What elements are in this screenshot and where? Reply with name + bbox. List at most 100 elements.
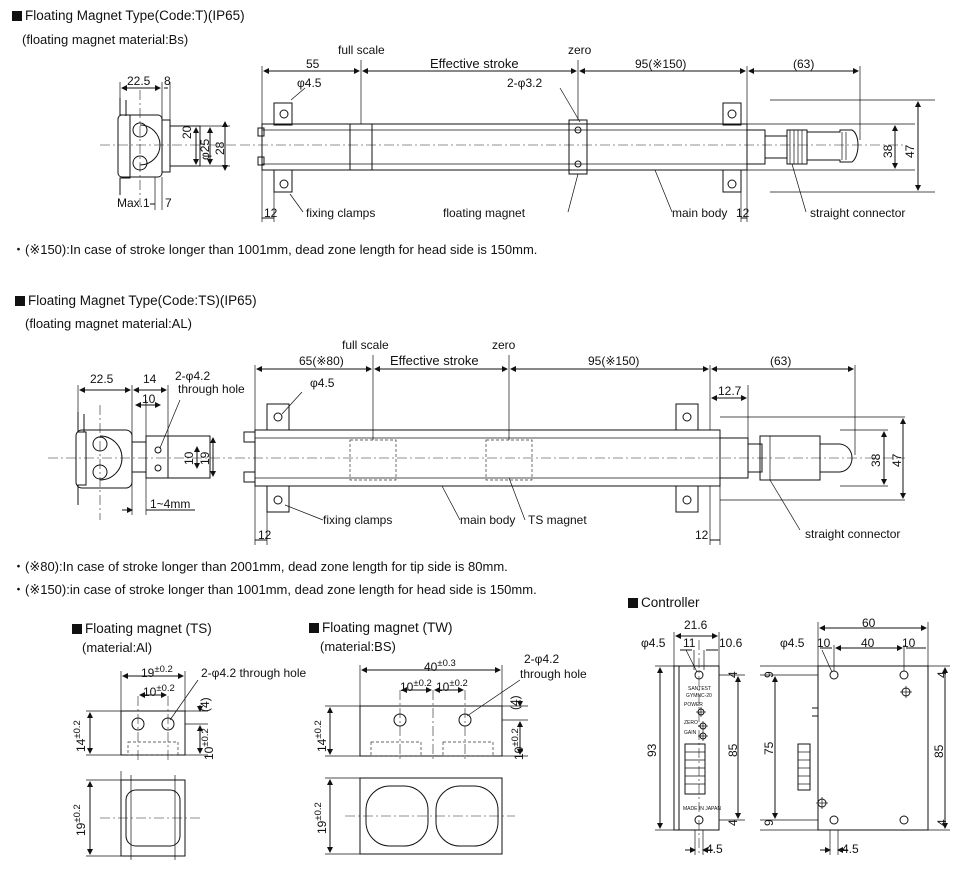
fm-tw-subtitle: (material:BS) <box>320 639 396 654</box>
ctrl-dim-10b: 10 <box>902 636 916 650</box>
ts-dim-22-5: 22.5 <box>90 372 114 386</box>
ts-section-subtitle: (floating magnet material:AL) <box>25 316 192 331</box>
controller-side-drawing <box>760 622 950 855</box>
ts-dim-phi45: φ4.5 <box>310 376 335 390</box>
ctrl-dim-4c: 4 <box>935 671 949 678</box>
fm-tw-drawing <box>325 665 528 855</box>
ts-note-2: ・(※150):in case of stroke longer than 10… <box>12 582 537 597</box>
controller-front-drawing <box>655 632 745 855</box>
ctrl-dim-11: 11 <box>683 636 696 650</box>
ts-dim-14: 14 <box>143 372 157 386</box>
ctrl-dim-60: 60 <box>862 616 876 630</box>
fm-tw-dim-19v: 19±0.2 <box>313 802 329 834</box>
fm-ts-dim-phi42: 2-φ4.2 through hole <box>201 666 307 680</box>
ctrl-dim-4-5b: 4.5 <box>842 842 859 856</box>
t-fixing-clamps: fixing clamps <box>306 206 376 220</box>
t-dim-28: 28 <box>213 141 227 155</box>
t-straight-connector: straight connector <box>810 206 906 220</box>
ts-dim-12-7: 12.7 <box>718 384 742 398</box>
t-dim-38: 38 <box>881 144 895 158</box>
fm-tw-through-hole: through hole <box>520 667 587 681</box>
t-dim-20: 20 <box>180 125 194 139</box>
ts-dim-47: 47 <box>890 453 904 467</box>
fm-ts-subtitle: (material:Al) <box>82 640 153 655</box>
ctrl-dim-9a: 9 <box>762 671 776 678</box>
ts-fixing-clamps: fixing clamps <box>323 513 393 527</box>
panel-made-in: MADE IN JAPAN <box>683 806 721 812</box>
panel-zero: ZERO <box>684 720 698 726</box>
ts-section-title: Floating Magnet Type(Code:TS)(IP65) <box>15 293 257 308</box>
fm-tw-title: Floating magnet (TW) <box>309 620 453 635</box>
ts-straight-connector: straight connector <box>805 527 901 541</box>
t-dim-55: 55 <box>306 57 320 71</box>
fm-ts-dim-14: 14±0.2 <box>72 720 88 752</box>
t-dim-phi45: φ4.5 <box>297 76 322 90</box>
panel-model: GYMNC-20 <box>686 693 712 699</box>
panel-brand: SANTEST <box>688 686 712 692</box>
t-dim-47: 47 <box>903 144 917 158</box>
ctrl-dim-40: 40 <box>861 636 875 650</box>
ctrl-dim-93: 93 <box>645 743 659 757</box>
ts-end-view <box>48 385 232 520</box>
fm-tw-dim-4: (4) <box>508 695 522 710</box>
t-main-body: main body <box>672 206 728 220</box>
t-zero: zero <box>568 43 592 57</box>
ctrl-dim-4d: 4 <box>935 819 949 826</box>
square-bullet-icon <box>628 598 638 608</box>
ctrl-dim-4a: 4 <box>726 671 740 678</box>
fm-ts-dim-10v: 10±0.2 <box>200 728 216 760</box>
t-dim-63: (63) <box>793 57 815 71</box>
ts-dim-19: 19 <box>198 451 212 465</box>
ts-dim-phi42: 2-φ4.2 <box>175 369 211 383</box>
t-dim-7: 7 <box>165 196 172 210</box>
fm-ts-dim-10: 10±0.2 <box>143 683 175 699</box>
ts-through-hole: through hole <box>178 382 245 396</box>
fm-ts-dim-19v: 19±0.2 <box>72 804 88 836</box>
t-section-subtitle: (floating magnet material:Bs) <box>22 32 189 47</box>
t-dim-max1: Max.1 <box>117 196 150 210</box>
t-side-view <box>240 60 935 222</box>
fm-tw-dim-40: 40±0.3 <box>424 658 456 674</box>
fm-ts-drawing <box>86 671 208 860</box>
panel-gain: GAIN <box>684 730 697 736</box>
t-end-view <box>100 82 238 210</box>
fm-tw-dim-10b: 10±0.2 <box>436 678 468 694</box>
ctrl-dim-75: 75 <box>762 741 776 755</box>
ctrl-dim-10-6: 10.6 <box>719 636 743 650</box>
ts-dim-38: 38 <box>869 453 883 467</box>
t-dim-22-5: 22.5 <box>127 74 151 88</box>
fm-tw-dim-14: 14±0.2 <box>313 720 329 752</box>
ts-effective-stroke: Effective stroke <box>390 353 479 368</box>
ctrl-dim-21-6: 21.6 <box>684 618 708 632</box>
ts-dim-10a: 10 <box>142 392 156 406</box>
t-dim-12a: 12 <box>264 206 278 220</box>
ts-dim-95: 95(※150) <box>588 354 640 368</box>
ts-zero: zero <box>492 338 516 352</box>
t-full-scale: full scale <box>338 43 385 57</box>
t-dim-phi25: φ25 <box>198 138 212 160</box>
t-dim-12b: 12 <box>736 206 750 220</box>
square-bullet-icon <box>72 624 82 634</box>
controller-title: Controller <box>628 595 700 610</box>
ctrl-dim-10a: 10 <box>817 636 831 650</box>
fm-ts-title: Floating magnet (TS) <box>72 621 212 636</box>
ctrl-dim-phi45b: φ4.5 <box>780 636 805 650</box>
t-floating-magnet: floating magnet <box>443 206 526 220</box>
t-dim-95: 95(※150) <box>635 57 687 71</box>
ctrl-dim-85: 85 <box>726 743 740 757</box>
t-note: ・(※150):In case of stroke longer than 10… <box>12 242 538 257</box>
ts-dim-10b: 10 <box>182 451 196 465</box>
ts-side-view <box>235 355 906 545</box>
fm-ts-dim-19: 19±0.2 <box>141 664 173 680</box>
ctrl-dim-9b: 9 <box>762 819 776 826</box>
ts-dim-65: 65(※80) <box>299 354 344 368</box>
ctrl-dim-85b: 85 <box>932 744 946 758</box>
fm-tw-dim-phi42: 2-φ4.2 <box>524 652 560 666</box>
square-bullet-icon <box>309 623 319 633</box>
ts-dim-12a: 12 <box>258 528 272 542</box>
ctrl-dim-4-5: 4.5 <box>706 842 723 856</box>
ts-range: 1~4mm <box>150 497 191 511</box>
ts-note-1: ・(※80):In case of stroke longer than 200… <box>12 559 508 574</box>
t-dim-phi32: 2-φ3.2 <box>507 76 543 90</box>
